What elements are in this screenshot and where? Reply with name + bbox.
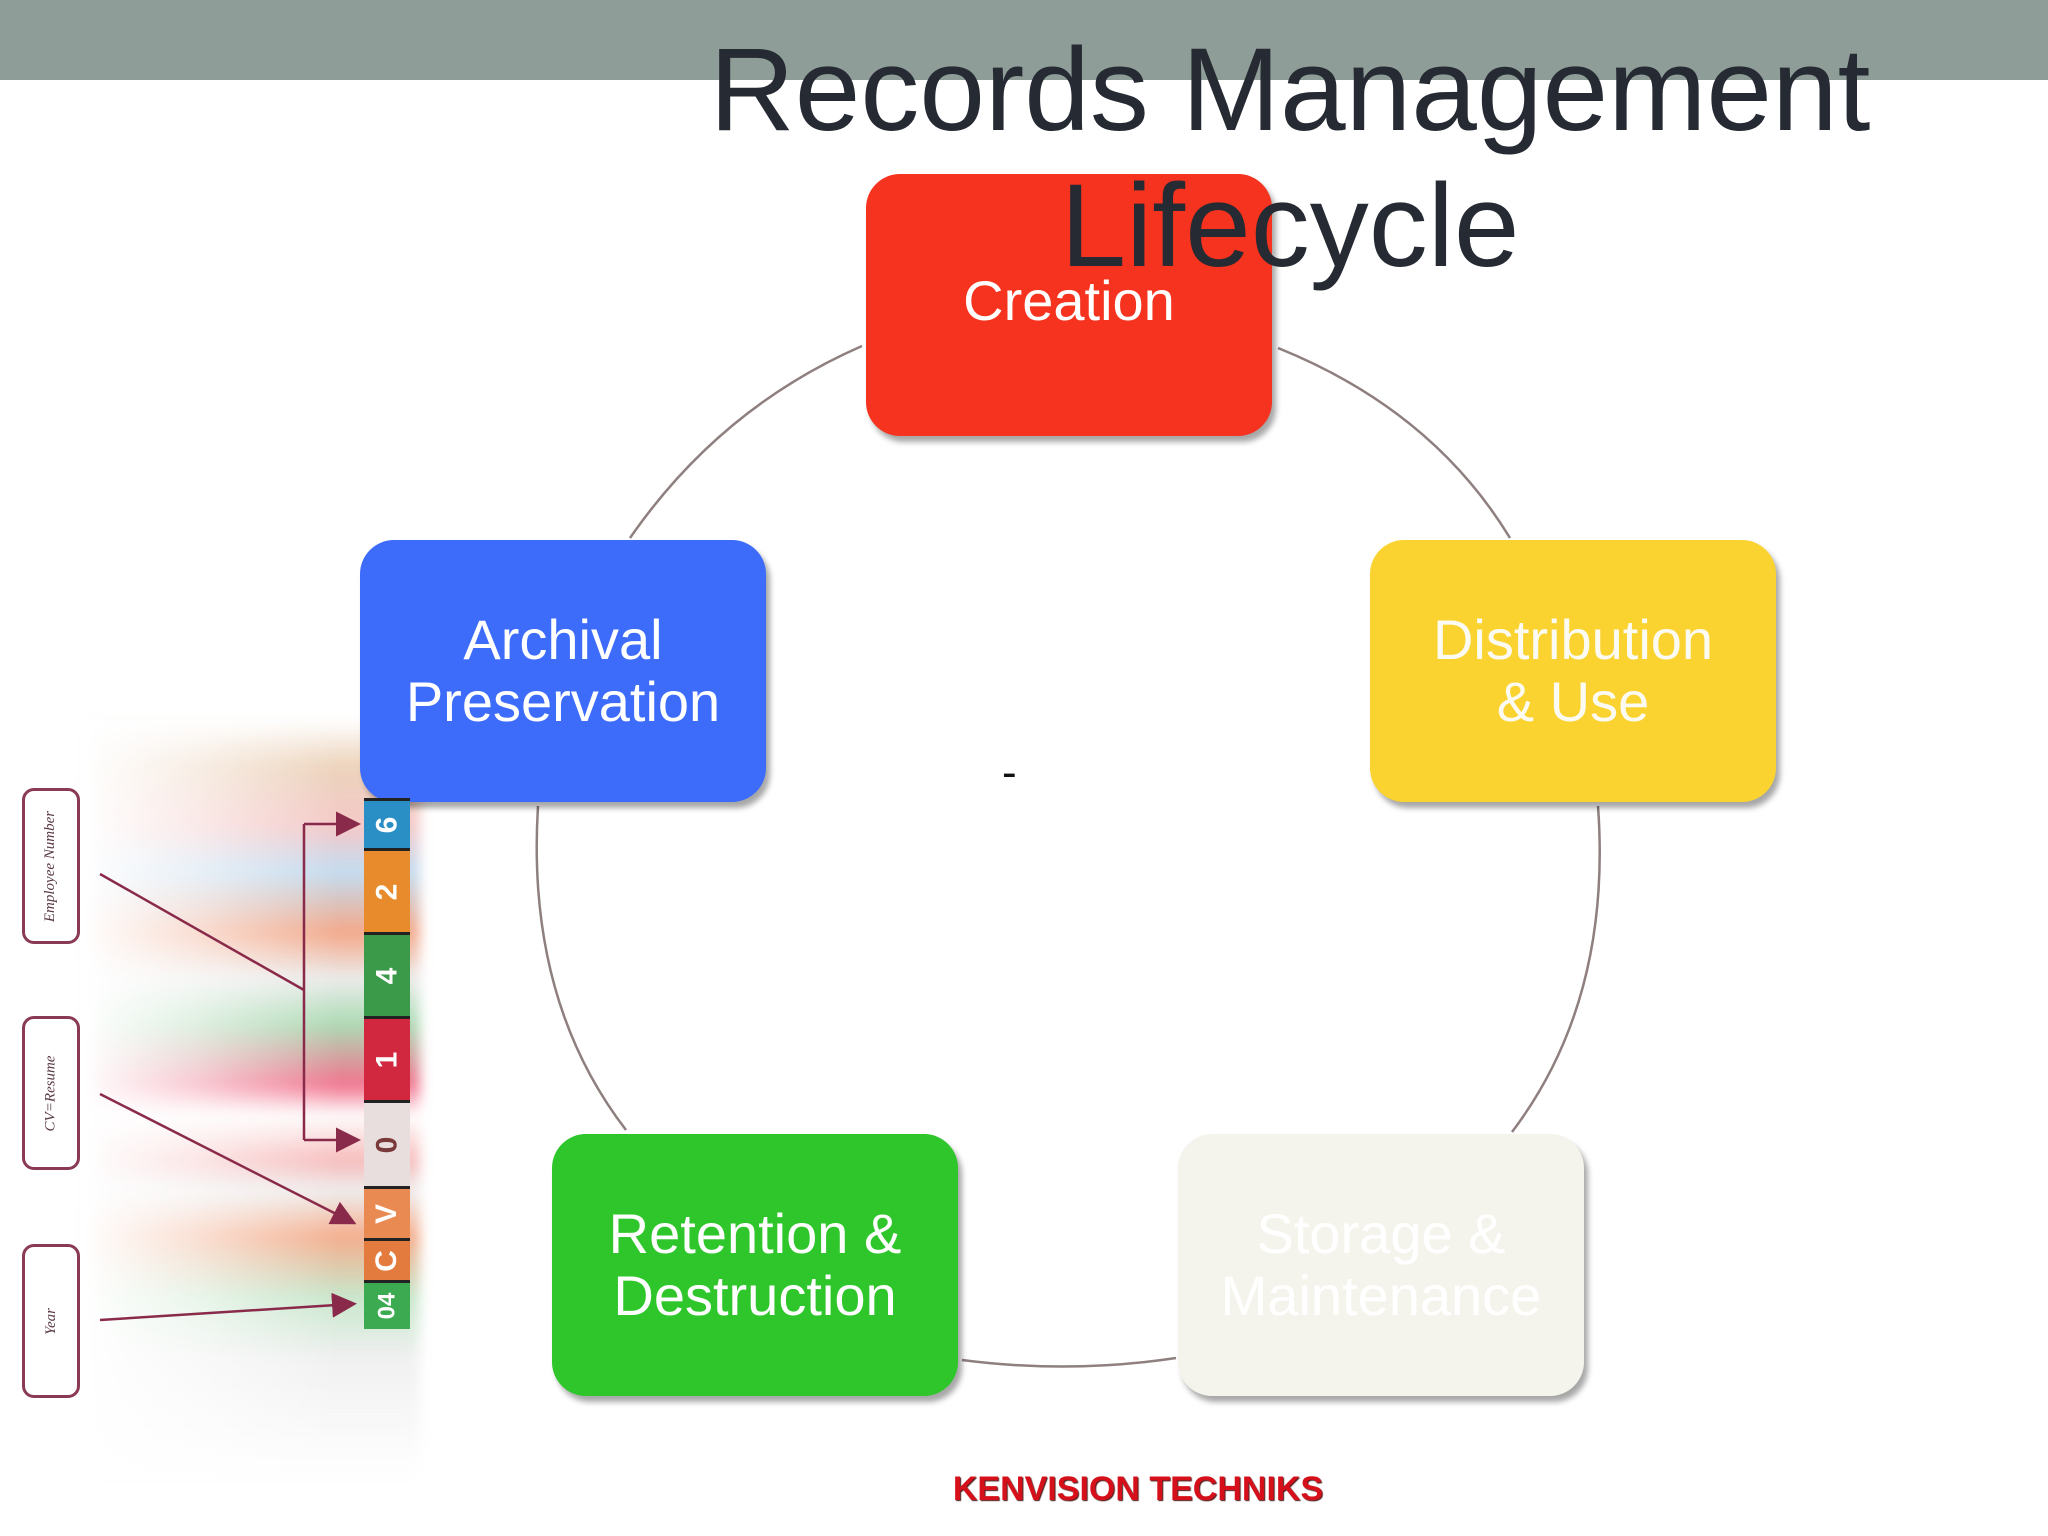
folder-tab: 2 xyxy=(364,848,410,933)
title-line-2: Lifecycle xyxy=(1060,160,1520,292)
stage-archival-label-line-1: Archival xyxy=(463,608,663,671)
footer-brand: KENVISION TECHNIKS xyxy=(952,1470,1324,1508)
arc-storage-retention xyxy=(961,1356,1177,1368)
stage-storage-label-line-2: Maintenance xyxy=(1220,1264,1542,1327)
stage-retention-destruction: Retention & Destruction xyxy=(552,1134,958,1396)
stage-distribution-label-line-2: & Use xyxy=(1496,670,1650,733)
page-title: Records Management Lifecycle xyxy=(650,22,1930,294)
folder-tab: 0 xyxy=(364,1100,410,1187)
stage-creation-label: Creation xyxy=(963,269,1175,332)
folder-tab: 1 xyxy=(364,1016,410,1101)
arc-archival-creation xyxy=(628,344,863,539)
arc-retention-archival xyxy=(535,805,627,1131)
arc-distribution-storage xyxy=(1511,805,1601,1133)
center-mark: - xyxy=(1002,748,1017,797)
folder-tab: 4 xyxy=(364,932,410,1017)
label-year: Year xyxy=(22,1244,80,1398)
stage-archival-label-line-2: Preservation xyxy=(405,670,721,733)
folder-color-tabs: 6 2 4 1 0 V C 04 xyxy=(364,798,414,1329)
folder-tab: 04 xyxy=(364,1280,410,1329)
folder-fade-overlay xyxy=(80,720,340,1480)
header-band xyxy=(0,0,2048,80)
title-line-1: Records Management xyxy=(709,24,1871,156)
stage-retention-label-line-1: Retention & xyxy=(608,1202,902,1265)
stage-distribution-label-line-1: Distribution xyxy=(1432,608,1714,671)
arc-creation-distribution xyxy=(1277,346,1512,539)
label-cv-resume: CV=Resume xyxy=(22,1016,80,1170)
folder-tab: C xyxy=(364,1238,410,1281)
folder-tab: 6 xyxy=(364,798,410,849)
label-employee-number: Employee Number xyxy=(22,788,80,944)
stage-archival-preservation: Archival Preservation xyxy=(360,540,766,802)
stage-creation: Creation xyxy=(866,174,1272,436)
stage-storage-label-line-1: Storage & xyxy=(1256,1202,1506,1265)
stage-storage-maintenance: Storage & Maintenance xyxy=(1178,1134,1584,1396)
stage-retention-label-line-2: Destruction xyxy=(613,1264,897,1327)
folder-tab: V xyxy=(364,1186,410,1239)
stage-distribution-use: Distribution & Use xyxy=(1370,540,1776,802)
